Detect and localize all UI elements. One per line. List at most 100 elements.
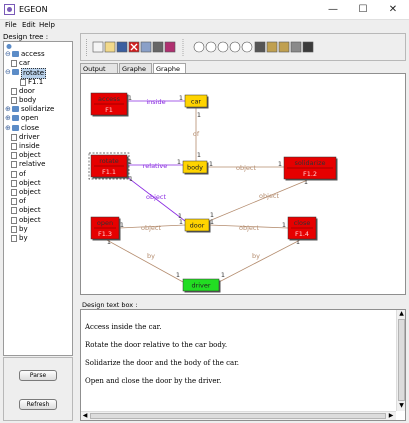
- leaf-icon: [11, 97, 17, 104]
- scrollbar-thumb[interactable]: [90, 413, 386, 419]
- graph-node-body[interactable]: [182, 160, 208, 174]
- edge-multiplicity: 1: [178, 212, 182, 220]
- leaf-icon: [20, 78, 26, 86]
- zoom-icon[interactable]: [193, 41, 205, 53]
- new-doc-icon[interactable]: [92, 41, 104, 53]
- node-label: driver: [191, 282, 210, 290]
- tree-item-label: door: [19, 86, 35, 95]
- leaf-icon: [11, 143, 17, 150]
- graph-node-door[interactable]: [184, 218, 210, 232]
- edge-multiplicity: 1: [128, 94, 132, 102]
- zoom-in-icon[interactable]: [205, 41, 217, 53]
- tree-item-label: of: [19, 197, 26, 206]
- title-bar: EGEON — ☐ ✕: [0, 0, 409, 20]
- graph-node-driver[interactable]: [182, 278, 220, 292]
- graph-edge-object_door_close[interactable]: [208, 224, 289, 229]
- tree-item-label: object: [19, 178, 41, 187]
- paste-icon[interactable]: [278, 41, 290, 53]
- folder-icon: [12, 69, 19, 76]
- refresh-button[interactable]: Refresh: [19, 399, 57, 410]
- horizontal-scrollbar[interactable]: ◀ ▶: [81, 411, 396, 420]
- books-icon[interactable]: [164, 41, 176, 53]
- save-icon[interactable]: [116, 41, 128, 53]
- edge-label: by: [147, 252, 155, 260]
- tab-bar: Output logs Graphe 1 Graphe 2: [80, 63, 406, 83]
- node-label: body: [187, 164, 203, 172]
- edge-label: object: [259, 192, 279, 200]
- text-line: Rotate the door relative to the car body…: [85, 341, 228, 349]
- node-sublabel: F1.1: [102, 168, 116, 176]
- zoom-fit-icon[interactable]: [229, 41, 241, 53]
- node-label: open: [97, 219, 113, 227]
- tree-item-label: object: [19, 206, 41, 215]
- tab-output-logs[interactable]: Output logs: [80, 63, 118, 83]
- tree-item-label: relative: [19, 160, 46, 169]
- tree-item-label: F1.1: [28, 77, 44, 86]
- tree-item-label: of: [19, 169, 26, 178]
- edge-label: object: [146, 193, 166, 201]
- expand-icon[interactable]: ⊕: [5, 114, 11, 123]
- scroll-down-icon[interactable]: ▼: [399, 402, 404, 409]
- scrollbar-thumb[interactable]: [398, 319, 405, 401]
- menu-help[interactable]: Help: [39, 21, 55, 29]
- leaf-icon: [11, 179, 17, 187]
- node-sublabel: F1.4: [295, 230, 309, 238]
- graph-edge-by2[interactable]: [218, 238, 303, 283]
- vertical-scrollbar[interactable]: ▲ ▼: [396, 310, 405, 411]
- leaf-icon: [11, 60, 17, 68]
- edge-multiplicity: 1: [197, 111, 201, 119]
- scroll-up-icon[interactable]: ▲: [399, 310, 404, 317]
- tree-item-label: by: [19, 224, 28, 233]
- app-icon: [4, 4, 15, 15]
- copy-icon[interactable]: [266, 41, 278, 53]
- expand-icon[interactable]: ⊕: [5, 105, 11, 114]
- open-doc-icon[interactable]: [104, 41, 116, 53]
- edge-label: object: [141, 224, 161, 232]
- frame-icon[interactable]: [290, 41, 302, 53]
- window-title: EGEON: [19, 5, 48, 14]
- edge-multiplicity: 1: [304, 178, 308, 186]
- menu-edit[interactable]: Edit: [22, 21, 36, 29]
- leaf-icon: [11, 133, 17, 141]
- leaf-icon: [11, 87, 17, 95]
- tree-item-label: by: [19, 234, 28, 242]
- zoom-out-icon[interactable]: [217, 41, 229, 53]
- toolbar: [80, 33, 406, 61]
- edge-multiplicity: 1: [209, 160, 213, 168]
- tree-item-label: object: [19, 215, 41, 224]
- graph-edge-object_sol_door[interactable]: [208, 178, 311, 222]
- text-line: Solidarize the door and the body of the …: [85, 359, 239, 367]
- delete-icon[interactable]: [128, 41, 140, 53]
- folder-icon: [12, 115, 19, 122]
- collapse-icon[interactable]: ⊖: [5, 50, 11, 58]
- screen-icon[interactable]: [302, 41, 314, 53]
- cut-icon[interactable]: [254, 41, 266, 53]
- graph-node-car[interactable]: [184, 94, 208, 108]
- print-preview-icon[interactable]: [140, 41, 152, 53]
- zoom-reset-icon[interactable]: [241, 41, 253, 53]
- scroll-right-icon[interactable]: ▶: [388, 412, 394, 419]
- scroll-left-icon[interactable]: ◀: [82, 412, 88, 419]
- node-label: close: [294, 219, 311, 227]
- graph-edge-object_rot_door[interactable]: [126, 176, 186, 222]
- leaf-icon: [11, 207, 17, 215]
- expand-icon[interactable]: ⊕: [5, 123, 11, 132]
- minimize-button[interactable]: —: [328, 4, 338, 15]
- collapse-icon[interactable]: ⊖: [5, 68, 11, 77]
- close-button[interactable]: ✕: [388, 4, 398, 15]
- node-label: access: [98, 95, 121, 103]
- tab-graphe-1[interactable]: Graphe 1: [119, 63, 152, 83]
- edge-multiplicity: 1: [278, 160, 282, 168]
- parse-button[interactable]: Parse: [19, 370, 57, 381]
- tree-item-label: open: [21, 114, 39, 123]
- graph-edge-by1[interactable]: [104, 238, 184, 283]
- graph-edge-object_open_door[interactable]: [118, 224, 186, 229]
- maximize-button[interactable]: ☐: [358, 4, 368, 15]
- menu-file[interactable]: File: [5, 21, 17, 29]
- edge-multiplicity: 1: [221, 271, 225, 279]
- design-text-box[interactable]: Access inside the car. Rotate the door r…: [80, 309, 406, 421]
- leaf-icon: [11, 198, 17, 206]
- print-icon[interactable]: [152, 41, 164, 53]
